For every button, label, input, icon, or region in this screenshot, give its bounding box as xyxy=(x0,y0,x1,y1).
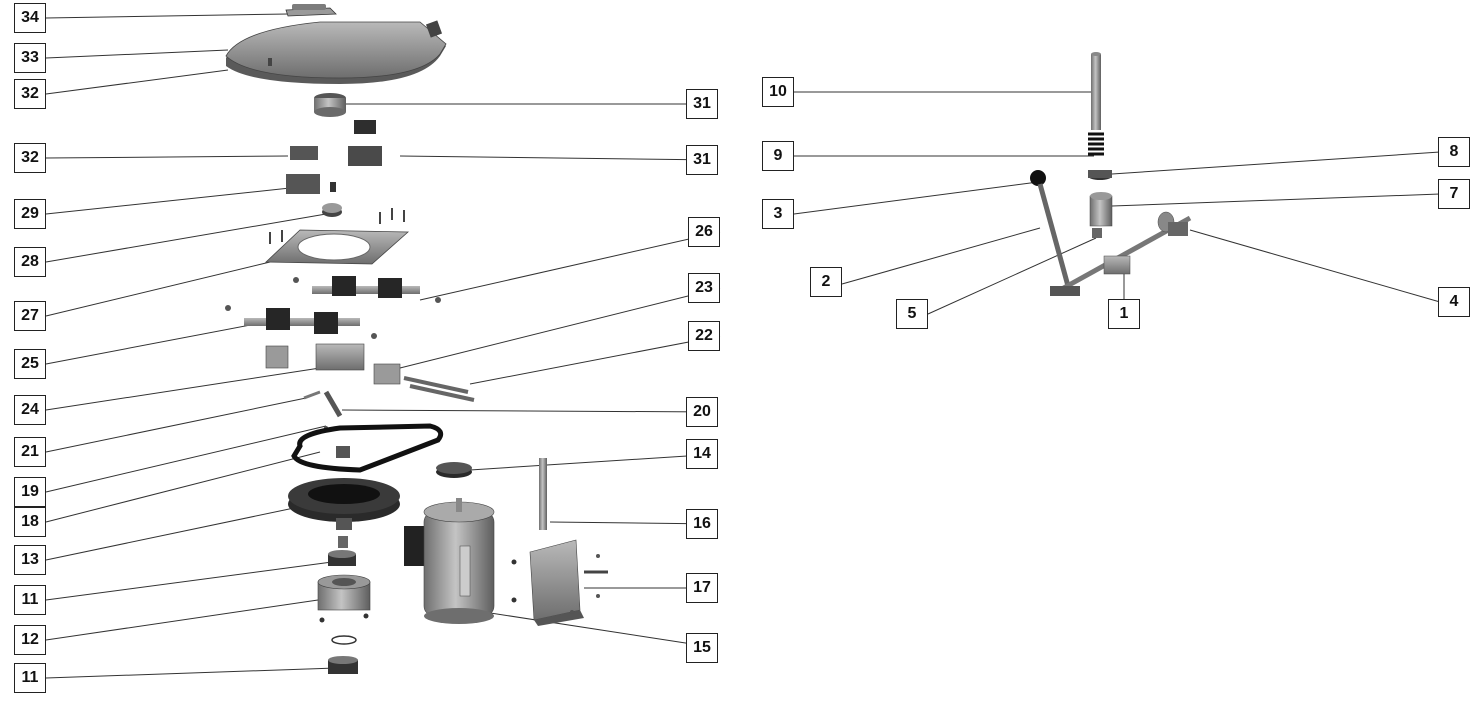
callout-4: 4 xyxy=(1438,287,1470,317)
rail-rod-upper-part xyxy=(293,276,441,303)
small-pulley-part xyxy=(436,462,472,478)
leader-lines xyxy=(45,13,1441,679)
callout-28: 28 xyxy=(14,247,46,277)
callout-9: 9 xyxy=(762,141,794,171)
callout-19: 19 xyxy=(14,477,46,507)
callout-24: 24 xyxy=(14,395,46,425)
callout-3: 3 xyxy=(762,199,794,229)
callout-11b: 11 xyxy=(14,663,46,693)
motor-bracket-part xyxy=(511,539,608,626)
bushing-part xyxy=(314,93,346,117)
plunger-rod-part xyxy=(1091,52,1101,130)
bearing-upper-part xyxy=(328,536,356,566)
collar-part xyxy=(1088,170,1112,180)
callout-16: 16 xyxy=(686,509,718,539)
spring-part xyxy=(1088,132,1104,156)
callout-32b: 32 xyxy=(14,143,46,173)
hub-part xyxy=(317,574,371,645)
callout-33: 33 xyxy=(14,43,46,73)
callout-18: 18 xyxy=(14,507,46,537)
lever-knob-part xyxy=(1030,170,1071,287)
callout-11: 11 xyxy=(14,585,46,615)
callout-31: 31 xyxy=(686,89,718,119)
lever-shaft-part xyxy=(1050,211,1192,296)
block-parts xyxy=(286,120,382,194)
callout-17: 17 xyxy=(686,573,718,603)
shaft-part xyxy=(539,458,547,530)
callout-26: 26 xyxy=(688,217,720,247)
callout-20: 20 xyxy=(686,397,718,427)
handle-part xyxy=(285,4,337,17)
belt-part xyxy=(291,423,444,473)
bearing-lower-part xyxy=(328,656,358,674)
callout-7: 7 xyxy=(1438,179,1470,209)
callout-12: 12 xyxy=(14,625,46,655)
callout-31b: 31 xyxy=(686,145,718,175)
callout-23: 23 xyxy=(688,273,720,303)
callout-5: 5 xyxy=(896,299,928,329)
base-plate-part xyxy=(265,229,410,265)
cover-plate-part xyxy=(225,20,447,84)
motor-part xyxy=(404,498,495,624)
large-pulley-part xyxy=(288,478,400,530)
rail-rod-lower-part xyxy=(225,305,377,339)
callout-15: 15 xyxy=(686,633,718,663)
callout-29: 29 xyxy=(14,199,46,229)
callout-25: 25 xyxy=(14,349,46,379)
callout-32: 32 xyxy=(14,79,46,109)
callout-13: 13 xyxy=(14,545,46,575)
pin-parts xyxy=(303,390,343,430)
callout-2: 2 xyxy=(810,267,842,297)
callout-1: 1 xyxy=(1108,299,1140,329)
callout-34: 34 xyxy=(14,3,46,33)
callout-8: 8 xyxy=(1438,137,1470,167)
callout-10: 10 xyxy=(762,77,794,107)
carriage-part xyxy=(265,343,475,402)
callout-27: 27 xyxy=(14,301,46,331)
sleeve-part xyxy=(1089,192,1113,238)
callout-22: 22 xyxy=(688,321,720,351)
callout-21: 21 xyxy=(14,437,46,467)
callout-14: 14 xyxy=(686,439,718,469)
